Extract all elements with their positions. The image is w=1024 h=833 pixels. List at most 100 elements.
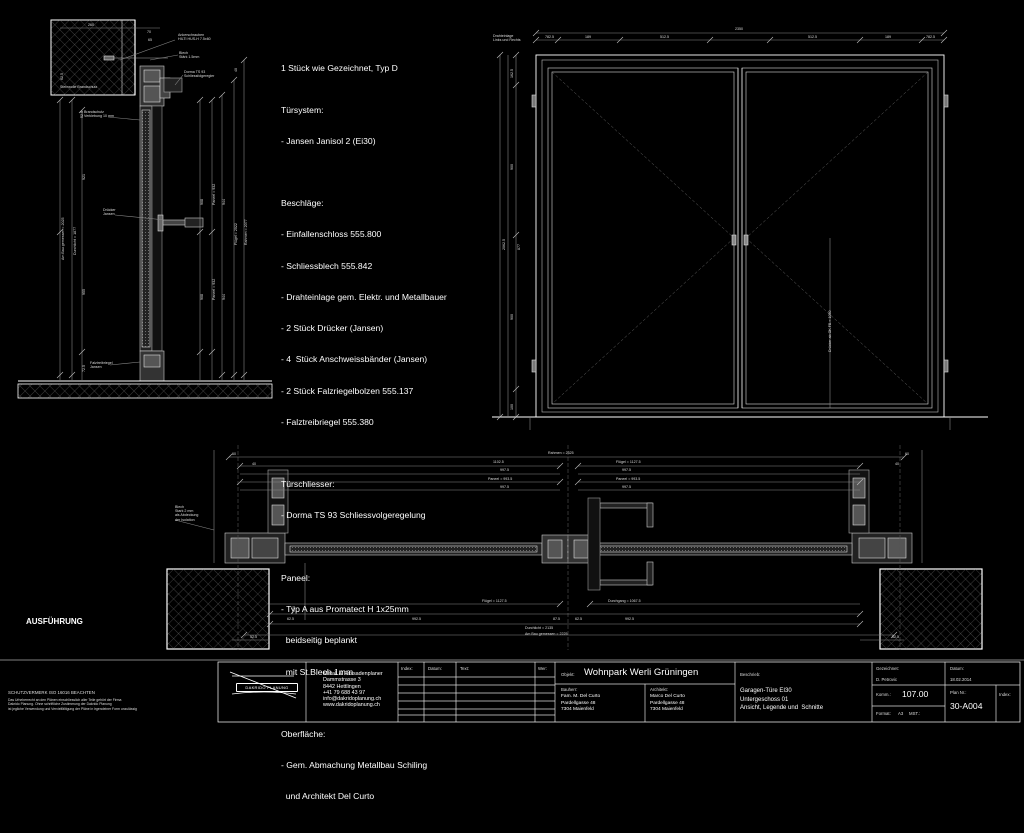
dim-944a: 944 xyxy=(222,199,226,205)
dim-625b: 62.5 xyxy=(575,617,582,621)
label-anker: Ankerschrauben HILTI HUS-H 7.5x60 xyxy=(178,33,211,42)
dim-elev-h4: 100 xyxy=(510,404,514,410)
legend-line: - Einfallenschloss 555.800 xyxy=(281,229,382,240)
legend-heading: Türsystem: xyxy=(281,104,324,115)
horizontal-section xyxy=(166,445,983,650)
legend-line: - 2 Stück Drücker (Jansen) xyxy=(281,323,384,334)
label-falztreib: Falztreibriegel Jansen xyxy=(90,361,113,370)
legend-line: mit St.Blech 1mm xyxy=(281,666,354,677)
dim-921: 921 xyxy=(82,174,86,180)
tb-beschrieb: Garagen-Türe EI30 Untergeschoss 01 Ansic… xyxy=(740,688,824,711)
dim-side-525a: 52.5 xyxy=(250,635,257,639)
legend-heading: Paneel: xyxy=(281,572,311,583)
legend-line: und Architekt Del Curto xyxy=(281,791,375,802)
label-steinwolle: Steinwolle Brandschutz xyxy=(60,85,98,89)
schutz-title: SCHUTZVERMERK ISO 16016 BEACHTEN xyxy=(8,690,95,695)
legend-line: - Schliessblech 555.842 xyxy=(281,260,373,271)
dim-9975-flb: 997.5 xyxy=(622,485,631,489)
legend-line: - Jansen Janisol 2 (Ei30) xyxy=(281,135,376,146)
tb-datum-header: Datum: xyxy=(428,666,442,671)
dim-525: 52.5 xyxy=(80,111,84,118)
dim-908a: 908 xyxy=(200,199,204,205)
legend-line: - Gem. Abmachung Metallbau Schiling xyxy=(281,760,428,771)
legend-line: - Typ A aus Promatect H 1x25mm xyxy=(281,604,409,615)
label-druecker-ok: Drücker ab OK FB = 1050 xyxy=(828,310,832,352)
dim-paneel-l: Paneel = 993.5 xyxy=(488,477,513,481)
dim-944b: 944 xyxy=(222,294,226,300)
dim-elev-part6: 782.5 xyxy=(926,35,935,39)
dim-1102: 1102.5 xyxy=(493,460,504,464)
legend-line: - 4 Stück Anschweissbänder (Jansen) xyxy=(281,354,428,365)
stamp-ausfuehrung: AUSFÜHRUNG xyxy=(26,617,83,626)
dim-elev-part2: 189 xyxy=(585,35,591,39)
label-blech-plan: Blech Stark 2 mm als Abdeckung der Isola… xyxy=(175,505,199,522)
legend-line: beidseitig beplankt xyxy=(281,635,357,646)
dim-70: 70 xyxy=(147,30,151,34)
tb-index-header: Index: xyxy=(401,666,413,671)
legend-notes: 1 Stück wie Gezeichnet, Typ D Türsystem:… xyxy=(281,63,491,833)
dim-top-260: 260 xyxy=(88,23,94,27)
dim-9925: 992.5 xyxy=(412,617,421,621)
dim-elev-877: 877 xyxy=(517,244,521,250)
dim-725: 72.5 xyxy=(82,365,86,372)
dim-am-bau: Am Bau gemessen = 2225 xyxy=(525,632,568,636)
tb-datum2: 18.02.2014 xyxy=(950,677,972,682)
tb-gezeichnet: D. Petrovic xyxy=(876,677,898,682)
dim-40: 40 xyxy=(234,68,238,72)
company-logo xyxy=(229,671,297,699)
tb-text-header: Text: xyxy=(460,666,470,671)
legend-section-tuerschliesser: Türschliesser: - Dorma TS 93 Schliessvol… xyxy=(281,458,491,541)
tb-beschrieb-header: Beschrieb: xyxy=(740,672,761,677)
title-block-frame xyxy=(0,659,1024,723)
dim-elev-part4: 512.5 xyxy=(808,35,817,39)
logo-text: DAKRIDO PLANUNG xyxy=(236,683,298,692)
dim-elev-part1: 782.5 xyxy=(545,35,554,39)
dim-625: 62.5 xyxy=(60,73,64,80)
dim-s40b: 40 xyxy=(895,462,899,466)
dim-s60b: 60 xyxy=(905,452,909,456)
dim-elev-h1: 162.5 xyxy=(510,69,514,78)
dim-elev-part3: 512.5 xyxy=(660,35,669,39)
dim-side-525b: 52.5 xyxy=(892,635,899,639)
legend-heading: Beschläge: xyxy=(281,198,324,209)
dim-elev-overall: 2350 xyxy=(735,27,743,31)
label-brandschutz: Brandschutz Verklebung 10 mm xyxy=(84,110,114,119)
dim-durchlicht-v: Durchlicht = 1877 xyxy=(73,226,77,255)
elevation-view xyxy=(492,29,988,430)
label-druecker: Drücker Jansen xyxy=(103,208,116,217)
dim-9975-r: 997.5 xyxy=(622,468,631,472)
dim-65: 65 xyxy=(148,38,152,42)
dim-durchlicht: Durchlicht = 2135 xyxy=(525,626,554,630)
dim-elev-part5: 189 xyxy=(885,35,891,39)
tb-plan-header: Plan Nr.: xyxy=(950,690,967,695)
tb-wer-header: Wer: xyxy=(538,666,547,671)
dim-875: 87.5 xyxy=(553,617,560,621)
legend-title: 1 Stück wie Gezeichnet, Typ D xyxy=(281,63,398,73)
dim-s60: 60 xyxy=(232,452,236,456)
tb-komm: 107.00 xyxy=(902,689,929,699)
legend-heading: Türschliesser: xyxy=(281,479,335,490)
tb-format: A3 xyxy=(898,711,904,716)
legend-section-paneel: Paneel: - Typ A aus Promatect H 1x25mm b… xyxy=(281,552,491,698)
label-dorma: Dorma TS 93 Schliessfolgeregler xyxy=(184,70,215,79)
dim-paneel-932a: Paneel = 932 xyxy=(212,183,216,205)
tb-architekt: Marco Del Curto Pardellgasse 48 7304 Mai… xyxy=(650,694,685,712)
dim-fluegel-v: Flügel = 2022 xyxy=(234,223,238,245)
tb-mst-header: MST.: xyxy=(909,711,920,716)
legend-line: - Drahteinlage gem. Elektr. und Metallba… xyxy=(281,291,447,302)
tb-architekt-header: Architekt: xyxy=(650,687,668,692)
tb-index2-header: Index: xyxy=(999,692,1011,697)
schutz-text: Das Urheberrecht an den Plänen einschlie… xyxy=(8,698,137,711)
dim-fluegel-b: Flügel = 1127.5 xyxy=(482,599,507,603)
dim-9975-l: 997.5 xyxy=(500,468,509,472)
legend-section-beschlaege: Beschläge: - Einfallenschloss 555.800 - … xyxy=(281,177,491,448)
tb-format-header: Format: xyxy=(876,711,891,716)
dim-625a: 62.5 xyxy=(287,617,294,621)
tb-plan: 30-A004 xyxy=(950,701,983,711)
tb-komm-header: Komm.: xyxy=(876,692,891,697)
dim-9925b: 992.5 xyxy=(625,617,634,621)
tb-objekt: Wohnpark Werli Grüningen xyxy=(584,667,699,678)
dim-s300: 300 xyxy=(292,606,296,612)
legend-section-oberflaeche: Oberfläche: - Gem. Abmachung Metallbau S… xyxy=(281,708,491,822)
dim-fluegel-r: Flügel = 1127.5 xyxy=(616,460,641,464)
